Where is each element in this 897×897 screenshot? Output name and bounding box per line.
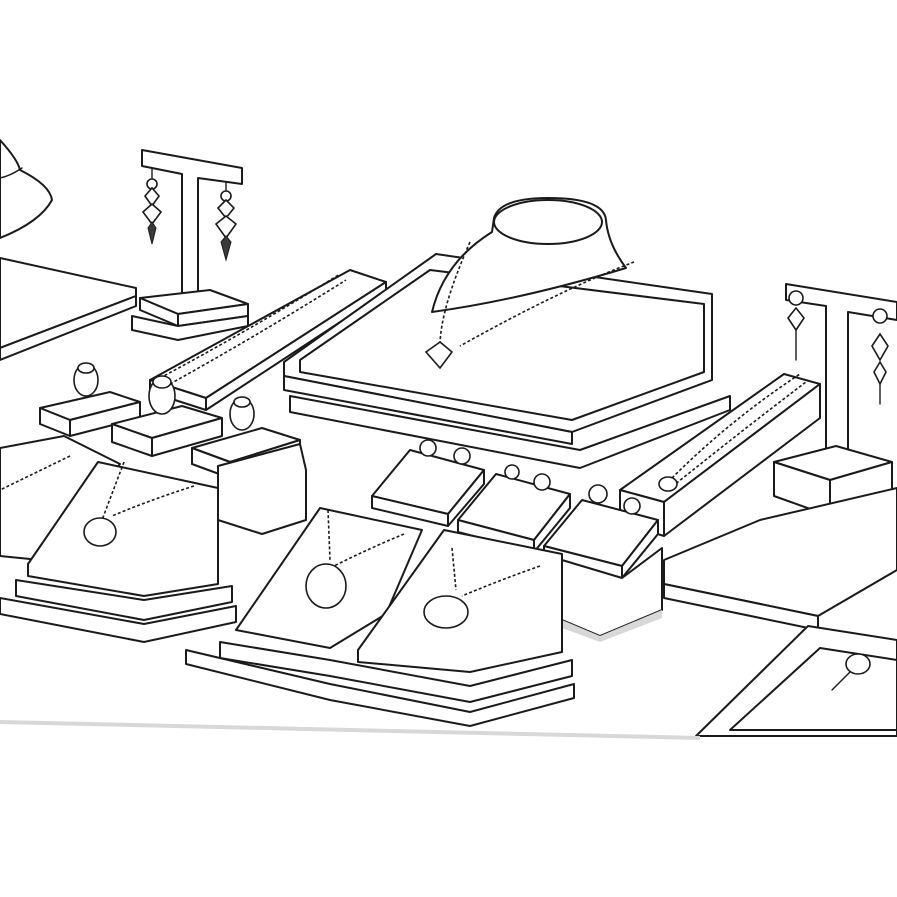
table-shadow (0, 720, 700, 740)
bust-stand-left (0, 139, 53, 239)
earring-studs-center (419, 439, 641, 515)
display-tray-bottom-right (695, 625, 897, 737)
ring-stand-row-left (39, 391, 307, 535)
earring-pair-left (141, 167, 238, 262)
earring-stand-left (131, 149, 249, 341)
bust-stand-center (283, 197, 731, 469)
bracelet-tray (149, 269, 387, 411)
display-base-right (663, 487, 897, 631)
pendant-stand-front-left (0, 435, 237, 643)
display-tray-left (0, 257, 137, 361)
earring-pair-right (787, 290, 889, 405)
pendant-stand-front-center (185, 507, 575, 727)
rings-left (73, 362, 255, 431)
